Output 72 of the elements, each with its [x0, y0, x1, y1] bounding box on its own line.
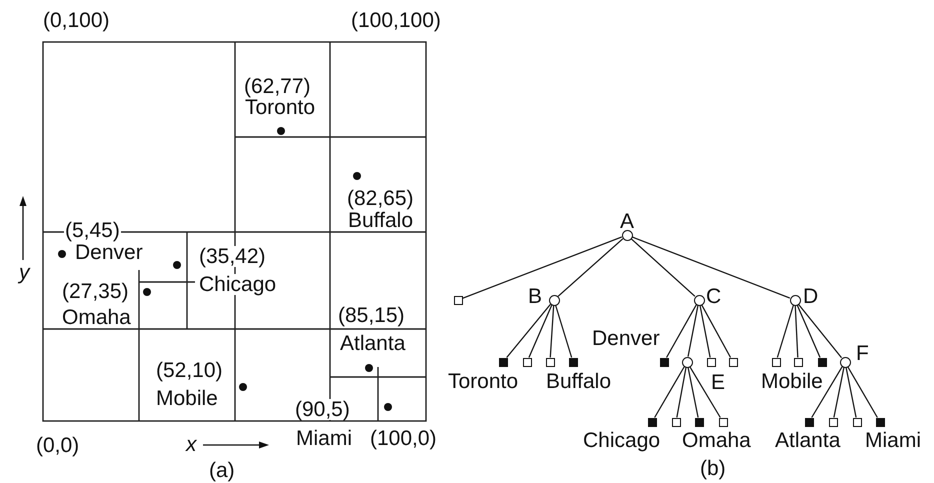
node-letter: A: [620, 211, 634, 232]
city-label: Omaha: [61, 307, 132, 328]
axis-label: y: [18, 262, 30, 283]
coordinate-label: (52,10): [155, 360, 224, 381]
empty-leaf-square: [454, 296, 462, 304]
empty-leaf-square: [522, 358, 532, 366]
tree-edge: [796, 304, 821, 358]
coordinate-label: (100,0): [369, 428, 438, 449]
city-label: Buffalo: [546, 371, 611, 392]
node-letter: D: [803, 286, 818, 307]
city-label: Omaha: [682, 430, 751, 451]
tree-edge: [687, 305, 699, 357]
city-label: Denver: [75, 242, 144, 263]
tree-edge: [794, 305, 798, 358]
city-label: Mobile: [155, 388, 219, 409]
tree-edge: [688, 367, 699, 418]
coordinate-label: (90,5): [294, 399, 351, 420]
city-label: Denver: [592, 328, 660, 349]
tree-edge: [833, 367, 844, 418]
tree-edge: [689, 366, 721, 418]
tree-edge: [632, 236, 790, 299]
tree-edge: [847, 366, 878, 418]
city-label: Toronto: [244, 97, 316, 118]
node-letter: F: [856, 343, 869, 364]
city-label: Chicago: [583, 430, 660, 451]
tree-edge: [776, 305, 794, 358]
city-label: Buffalo: [347, 210, 414, 231]
coordinate-label: (62,77): [243, 76, 312, 97]
tree-edge: [528, 304, 552, 358]
empty-leaf-square: [706, 358, 716, 366]
city-label: Atlanta: [775, 430, 840, 451]
tree-edge: [846, 367, 857, 418]
node-letter: E: [711, 372, 726, 393]
tree-edge: [699, 305, 711, 358]
empty-leaf-square: [546, 358, 554, 366]
tree-edge: [630, 238, 696, 297]
tree-edge: [701, 304, 732, 358]
empty-leaf-square: [794, 358, 802, 366]
tree-edge: [654, 366, 685, 418]
empty-leaf-square: [728, 358, 738, 366]
node-letter: C: [706, 286, 722, 307]
tree-edge: [676, 367, 687, 418]
coordinate-label: (100,100): [350, 10, 442, 31]
coordinate-label: (35,42): [198, 246, 267, 267]
tree-edge: [462, 236, 622, 299]
empty-leaf-square: [672, 418, 680, 426]
tree-edge: [666, 304, 697, 358]
panel-caption: (a): [208, 460, 236, 481]
city-label: Atlanta: [339, 333, 406, 354]
coordinate-label: (85,15): [337, 305, 406, 326]
coordinate-label: (5,45): [64, 220, 121, 241]
empty-leaf-square: [772, 358, 780, 366]
city-label: Toronto: [448, 371, 518, 392]
city-label: Mobile: [761, 371, 823, 392]
empty-leaf-square: [852, 418, 862, 426]
empty-leaf-square: [718, 418, 728, 426]
axis-label: x: [185, 434, 198, 455]
coordinate-label: (27,35): [61, 281, 130, 302]
tree-edge: [506, 304, 551, 358]
node-letter: B: [528, 286, 542, 307]
tree-edge: [798, 304, 842, 358]
tree-edge: [555, 305, 572, 358]
coordinate-label: (82,65): [346, 188, 415, 209]
tree-edge: [558, 238, 624, 297]
empty-leaf-square: [828, 418, 838, 426]
coordinate-label: (0,0): [35, 435, 80, 456]
tree-edge: [811, 366, 843, 418]
coordinate-label: (0,100): [42, 10, 111, 31]
city-label: Miami: [865, 430, 921, 451]
panel-caption: (b): [699, 458, 727, 479]
tree-edge: [550, 305, 554, 358]
city-label: Chicago: [198, 274, 278, 295]
